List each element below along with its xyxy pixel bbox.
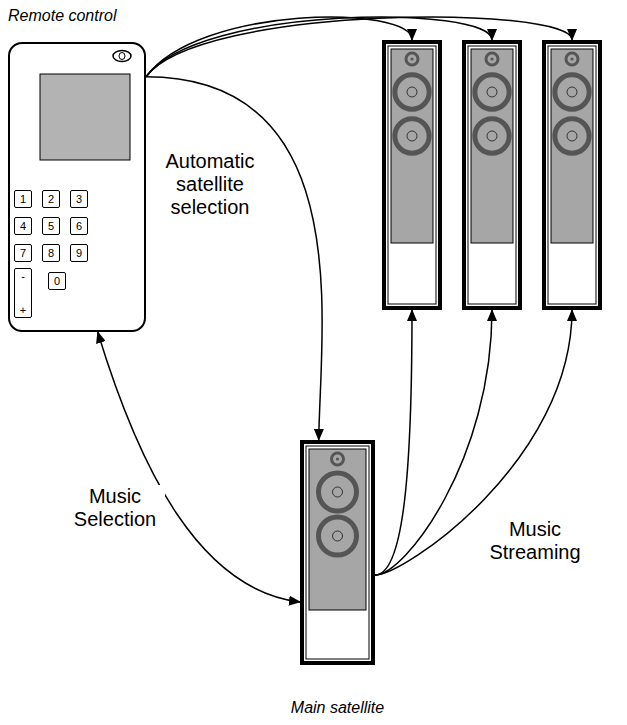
keypad-key: 5 [42, 217, 60, 235]
power-button [113, 51, 131, 62]
speaker-panel [471, 49, 513, 243]
key-label: 4 [20, 220, 26, 232]
speaker-panel [309, 449, 366, 610]
woofer [319, 473, 357, 511]
power-button-icon [119, 53, 125, 60]
speaker-illustration [466, 44, 518, 306]
woofer-cap [407, 131, 417, 141]
speaker-inner-outline [306, 446, 369, 659]
speaker-inner-outline [468, 46, 516, 304]
keypad-key: 4 [14, 217, 32, 235]
woofer [555, 119, 589, 153]
woofer-cap [487, 87, 497, 97]
key-label: 7 [20, 247, 26, 259]
connector [146, 77, 322, 440]
remote-screen [40, 74, 130, 160]
speaker [462, 40, 522, 310]
tweeter-dome [336, 457, 339, 460]
key-label: - [21, 270, 25, 282]
speaker-panel [391, 49, 433, 243]
keypad-key: 7 [14, 244, 32, 262]
speaker [382, 40, 442, 310]
woofer-cap [407, 87, 417, 97]
speaker-inner-outline [548, 46, 596, 304]
speaker-illustration [546, 44, 598, 306]
key-label: 1 [20, 193, 26, 205]
woofer-cap [567, 131, 577, 141]
key-label: + [20, 304, 26, 316]
speaker: Main satellite [300, 440, 375, 665]
edge-label: Music Streaming [485, 518, 585, 564]
tweeter-dome [490, 57, 493, 60]
edge-label: Automatic satellite selection [160, 150, 260, 219]
tweeter [566, 53, 578, 65]
speaker-illustration [304, 444, 371, 661]
woofer-cap [487, 131, 497, 141]
tweeter-dome [570, 57, 573, 60]
woofer [319, 517, 357, 555]
key-label: 8 [48, 247, 54, 259]
woofer [555, 75, 589, 109]
connector [375, 310, 492, 575]
key-label: 2 [48, 193, 54, 205]
tweeter [332, 453, 344, 465]
woofer [475, 119, 509, 153]
woofer [395, 119, 429, 153]
keypad-key: 1 [14, 190, 32, 208]
key-label: 5 [48, 220, 54, 232]
speaker-cabinet [462, 40, 522, 310]
speaker-cabinet [300, 440, 375, 665]
key-label: 3 [76, 193, 82, 205]
woofer-cap [333, 487, 343, 497]
edge-label: Music Selection [65, 485, 165, 531]
connector [98, 332, 300, 602]
remote-control: Remote control123456789-+0 [0, 0, 150, 335]
key-label: 6 [76, 220, 82, 232]
tweeter [406, 53, 418, 65]
speaker [542, 40, 602, 310]
key-label: 0 [54, 275, 60, 287]
connector [146, 17, 412, 77]
woofer [395, 75, 429, 109]
woofer-cap [333, 531, 343, 541]
device-caption: Remote control [8, 6, 117, 25]
woofer-cap [567, 87, 577, 97]
speaker-cabinet [542, 40, 602, 310]
key-label: 9 [76, 247, 82, 259]
speaker-illustration [386, 44, 438, 306]
tweeter [486, 53, 498, 65]
keypad-key: -+ [14, 268, 32, 318]
speaker-cabinet [382, 40, 442, 310]
speaker-panel [551, 49, 593, 243]
device-caption: Main satellite [240, 698, 435, 717]
speaker-inner-outline [388, 46, 436, 304]
woofer [475, 75, 509, 109]
keypad-key: 3 [70, 190, 88, 208]
keypad-key: 8 [42, 244, 60, 262]
keypad-key: 9 [70, 244, 88, 262]
connector [375, 310, 412, 575]
keypad-key: 0 [48, 272, 66, 290]
keypad-key: 2 [42, 190, 60, 208]
tweeter-dome [410, 57, 413, 60]
keypad-key: 6 [70, 217, 88, 235]
